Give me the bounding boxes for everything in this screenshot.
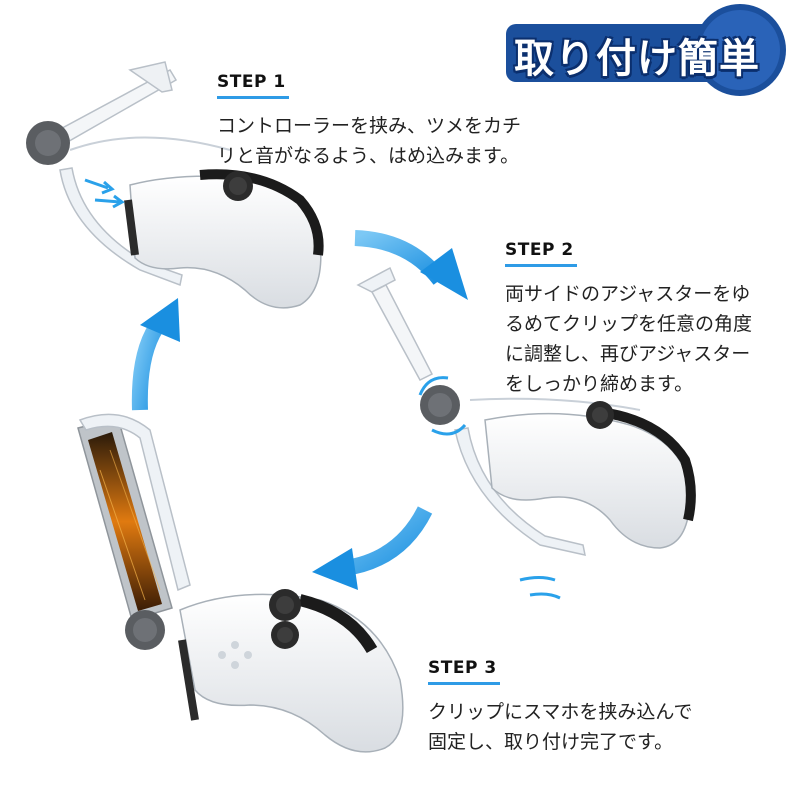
step-2: STEP 2 両サイドのアジャスターをゆ るめてクリップを任意の角度 に調整し、… bbox=[505, 240, 795, 399]
step-2-description: 両サイドのアジャスターをゆ るめてクリップを任意の角度 に調整し、再びアジャスタ… bbox=[505, 283, 753, 395]
controller-step1 bbox=[26, 61, 324, 309]
step-3-underline bbox=[428, 682, 500, 685]
step-1-title: STEP 1 bbox=[217, 72, 286, 92]
badge-background bbox=[506, 4, 786, 96]
step-1-underline bbox=[217, 96, 289, 99]
step-2-underline bbox=[505, 264, 577, 267]
step-3-title: STEP 3 bbox=[428, 658, 497, 678]
step-1: STEP 1 コントローラーを挟み、ツメをカチ リと音がなるよう、はめ込みます。 bbox=[217, 72, 557, 171]
step-3: STEP 3 クリップにスマホを挟み込んで 固定し、取り付け完了です。 bbox=[428, 658, 758, 757]
badge-label: 取り付け簡単 bbox=[514, 36, 760, 82]
step-1-description: コントローラーを挟み、ツメをカチ リと音がなるよう、はめ込みます。 bbox=[217, 115, 522, 167]
step-3-description: クリップにスマホを挟み込んで 固定し、取り付け完了です。 bbox=[428, 701, 693, 753]
flow-arrows bbox=[131, 230, 468, 590]
ease-badge: 取り付け簡単 bbox=[500, 4, 796, 96]
controller-step3 bbox=[77, 413, 404, 753]
controller-step2 bbox=[356, 266, 696, 600]
step-2-title: STEP 2 bbox=[505, 240, 574, 260]
